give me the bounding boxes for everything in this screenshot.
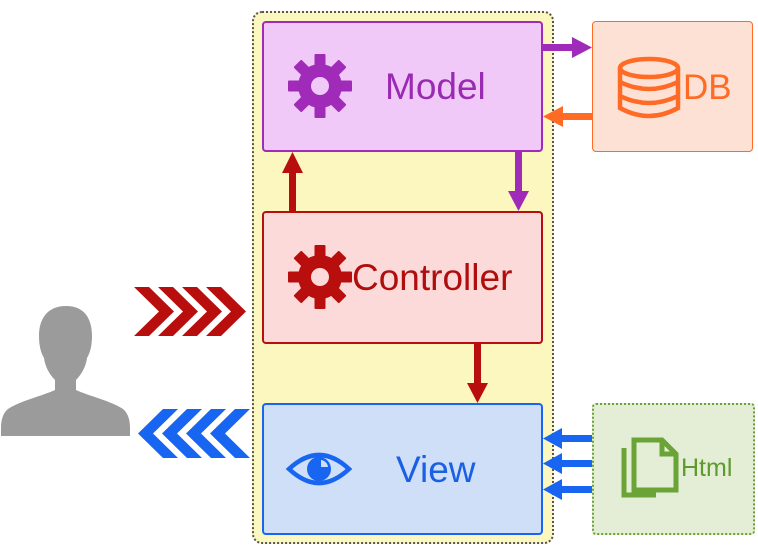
model-gear-icon [288,54,352,118]
arrows-html-to-view [543,428,592,500]
arrow-model-to-controller [508,152,529,211]
controller-label: Controller [352,257,513,298]
html-label: Html [681,454,733,482]
model-label: Model [385,66,486,107]
view-label: View [396,449,476,490]
database-icon [617,56,681,119]
arrow-controller-to-view [467,344,488,403]
arrow-model-to-db [543,37,592,58]
controller-gear-icon [288,245,352,309]
arrow-controller-to-model [282,152,303,211]
chevrons-view-to-user [138,409,250,458]
chevrons-user-to-controller [134,287,246,336]
user-icon [1,306,130,436]
arrow-db-to-model [543,106,592,127]
documents-icon [621,437,679,498]
eye-icon [285,452,353,486]
db-label: DB [683,68,732,107]
